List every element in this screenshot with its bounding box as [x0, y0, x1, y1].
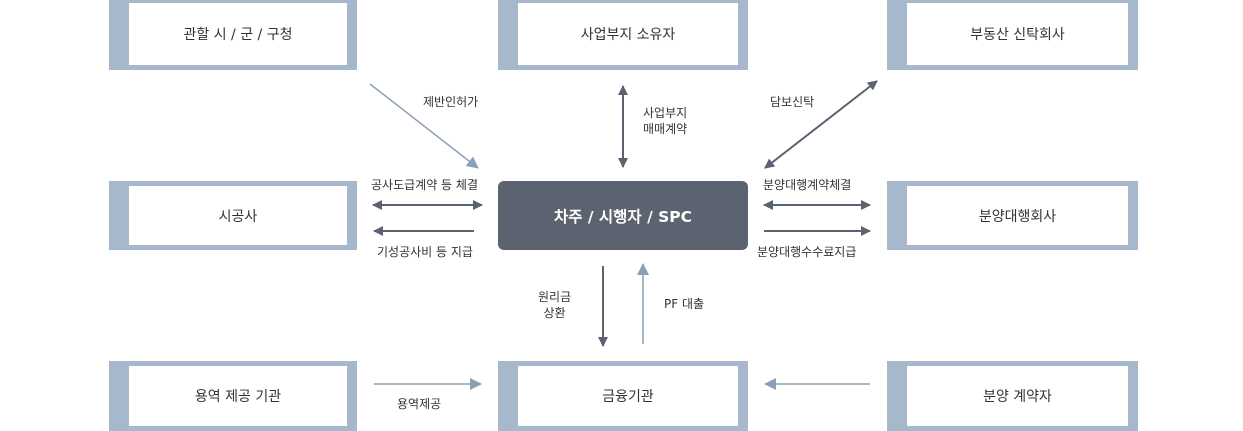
- finance-label: 금융기관: [602, 389, 654, 405]
- contractor-box: 시공사: [109, 181, 357, 250]
- service-label: 용역 제공 기관: [194, 389, 282, 405]
- construction-contract-label: 공사도급계약 등 체결: [371, 178, 478, 192]
- service-box: 용역 제공 기관: [109, 361, 357, 431]
- trust-label: 부동산 신탁회사: [970, 27, 1065, 43]
- permits-label: 제반인허가: [423, 95, 479, 109]
- sales-agency-label: 분양대행회사: [978, 208, 1057, 225]
- purchase-label-line1: 사업부지: [643, 106, 688, 120]
- pf-loan-label: PF 대출: [664, 297, 705, 311]
- finance-box: 금융기관: [498, 361, 748, 431]
- sales-contract-label: 분양대행계약체결: [763, 178, 852, 192]
- purchase-label-line2: 매매계약: [643, 122, 688, 136]
- buyer-label: 분양 계약자: [983, 389, 1052, 405]
- collateral-trust-label: 담보신탁: [770, 95, 815, 109]
- landowner-box: 사업부지 소유자: [498, 0, 748, 70]
- sales-agency-box: 분양대행회사: [887, 181, 1138, 250]
- authority-box: 관할 시 / 군 / 구청: [109, 0, 357, 70]
- center-label: 차주 / 시행자 / SPC: [553, 207, 693, 226]
- landowner-label: 사업부지 소유자: [580, 27, 676, 43]
- sales-fee-label: 분양대행수수료지급: [757, 245, 857, 259]
- progress-payment-label: 기성공사비 등 지급: [377, 245, 473, 259]
- repayment-label-line2: 상환: [543, 306, 566, 320]
- contractor-label: 시공사: [218, 208, 258, 225]
- borrower-spc-box: 차주 / 시행자 / SPC: [498, 181, 748, 250]
- trust-box: 부동산 신탁회사: [887, 0, 1138, 70]
- permits-arrow: [369, 83, 479, 169]
- purchase-label: 사업부지 매매계약: [643, 105, 687, 137]
- authority-label: 관할 시 / 군 / 구청: [183, 27, 293, 43]
- service-provide-label: 용역제공: [397, 397, 442, 411]
- buyer-box: 분양 계약자: [887, 361, 1138, 431]
- repayment-label-line1: 원리금: [538, 290, 572, 304]
- collateral-trust-arrow: [764, 80, 878, 169]
- repayment-label: 원리금 상환: [538, 289, 571, 321]
